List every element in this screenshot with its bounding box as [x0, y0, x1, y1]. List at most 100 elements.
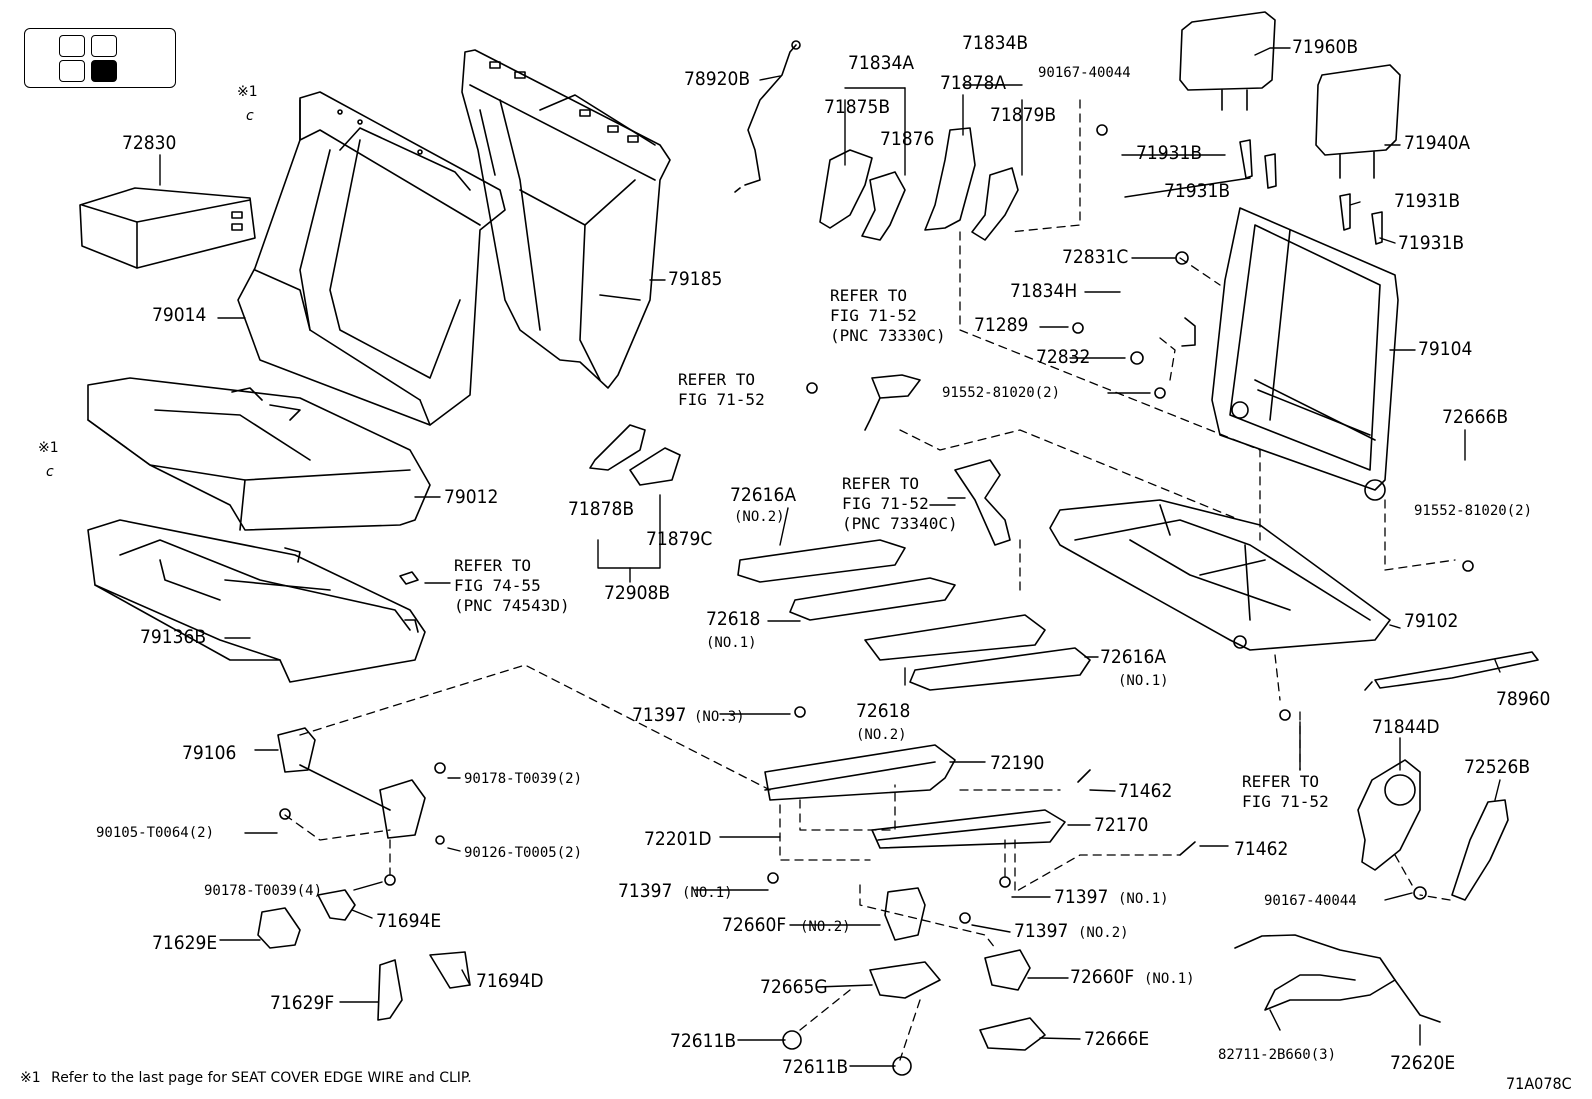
label-71397-no1-right-qualifier: (NO.1)	[1118, 891, 1169, 907]
label-72665G: 72665G	[760, 976, 828, 998]
seat-position-legend	[24, 28, 176, 88]
label-72616A-no2: 72616A	[730, 484, 797, 506]
footnote-mark: ※1	[20, 1070, 41, 1086]
label-71931B-3: 71931B	[1394, 190, 1461, 212]
label-72618-no1-qualifier: (NO.1)	[706, 635, 757, 651]
label-79185: 79185	[668, 268, 723, 290]
footnote: ※1 Refer to the last page for SEAT COVER…	[20, 1070, 472, 1086]
label-71931B-4: 71931B	[1398, 232, 1465, 254]
label-71462-lower: 71462	[1234, 838, 1289, 860]
label-90167-40044-upper: 90167-40044	[1038, 65, 1131, 81]
reference-fig-71-52-lower: REFER TO FIG 71-52	[1242, 772, 1329, 811]
label-71940A: 71940A	[1404, 132, 1471, 154]
label-71931B-2: 71931B	[1164, 180, 1231, 202]
small-covers	[257, 889, 471, 1021]
label-72616A-no1-qualifier: (NO.1)	[1118, 673, 1169, 689]
seat-belt-buckle-lower	[954, 459, 1011, 546]
label-71694D: 71694D	[476, 970, 544, 992]
tag-part	[399, 571, 419, 585]
seat-back-79014	[237, 91, 506, 426]
label-71879C: 71879C	[646, 528, 713, 550]
seat-cell-rear-left-lower	[59, 60, 85, 82]
footnote-text: Refer to the last page for SEAT COVER ED…	[51, 1070, 472, 1086]
seatback-frame-79104	[1181, 207, 1399, 501]
label-72611B-1: 72611B	[670, 1030, 737, 1052]
label-78960: 78960	[1496, 688, 1551, 710]
reference-fig-71-52-belt-lower: REFER TO FIG 71-52 (PNC 73340C)	[842, 474, 958, 533]
label-79104: 79104	[1418, 338, 1473, 360]
label-79136B: 79136B	[140, 626, 207, 648]
label-71397-no2-qualifier: (NO.2)	[1078, 925, 1129, 941]
label-72526B: 72526B	[1464, 756, 1531, 778]
seat-cushion-79012	[87, 377, 431, 531]
label-72170: 72170	[1094, 814, 1149, 836]
label-72190: 72190	[990, 752, 1045, 774]
brackets-71878B-71879C	[589, 424, 681, 486]
knob-72526B	[1451, 799, 1509, 901]
label-72660F-no1-qualifier: (NO.1)	[1144, 971, 1195, 987]
label-72660F-no1: 72660F	[1070, 966, 1135, 988]
seat-cell-rear-right-upper	[91, 35, 117, 57]
fasteners	[279, 124, 1474, 924]
label-71844D: 71844D	[1372, 716, 1440, 738]
label-78920B: 78920B	[684, 68, 751, 90]
label-72666B: 72666B	[1442, 406, 1509, 428]
shields-72616A-72618	[737, 539, 1091, 691]
label-90105-T0064: 90105-T0064(2)	[96, 825, 215, 841]
label-79012: 79012	[444, 486, 499, 508]
label-71694E: 71694E	[376, 910, 442, 932]
label-72660F-no2: 72660F	[722, 914, 787, 936]
label-72618-no1: 72618	[706, 608, 761, 630]
side-cover-71844D	[1357, 759, 1421, 871]
label-82711-2B660: 82711-2B660(3)	[1218, 1047, 1337, 1063]
headrest-guides-71931B	[1239, 139, 1383, 245]
seat-rails-72190-72170	[764, 744, 1066, 849]
reference-fig-74-55: REFER TO FIG 74-55 (PNC 74543D)	[454, 556, 570, 615]
edge-wire-mark-2: ※1	[38, 440, 59, 456]
locks-72660F	[884, 887, 1031, 991]
label-71878A: 71878A	[940, 72, 1007, 94]
label-91552-81020-lower: 91552-81020(2)	[1414, 503, 1533, 519]
strap-78960	[1364, 651, 1539, 691]
label-72201D: 72201D	[644, 828, 712, 850]
label-71931B-1: 71931B	[1136, 142, 1203, 164]
label-72611B-2: 72611B	[782, 1056, 849, 1078]
reference-fig-71-52-belt-upper: REFER TO FIG 71-52 (PNC 73330C)	[830, 286, 946, 345]
label-71397-no1-left-qualifier: (NO.1)	[682, 885, 733, 901]
hinge-covers-71875B-71876	[819, 127, 1019, 241]
label-71834A: 71834A	[848, 52, 915, 74]
recliner-adjuster-79106	[277, 727, 426, 839]
label-71834H: 71834H	[1010, 280, 1078, 302]
headrest-71940A	[1315, 64, 1401, 179]
label-71876: 71876	[880, 128, 935, 150]
seat-back-cover-79185	[461, 49, 671, 389]
label-71834B: 71834B	[962, 32, 1029, 54]
label-90167-40044-lower: 90167-40044	[1264, 893, 1357, 909]
reference-fig-71-52-bolt: REFER TO FIG 71-52	[678, 370, 765, 409]
label-90126-T0005: 90126-T0005(2)	[464, 845, 583, 861]
label-71629F: 71629F	[270, 992, 335, 1014]
label-72908B: 72908B	[604, 582, 671, 604]
armrest-box-72830	[79, 187, 256, 269]
label-71397-no2: 71397	[1014, 920, 1069, 942]
label-90178-T0039-4: 90178-T0039(4)	[204, 883, 323, 899]
dashed-guides	[284, 99, 1456, 1061]
label-71462-upper: 71462	[1118, 780, 1173, 802]
label-72618-no2-qualifier: (NO.2)	[856, 727, 907, 743]
label-79014: 79014	[152, 304, 207, 326]
clip-symbol-2: c	[46, 464, 54, 480]
label-71878B: 71878B	[568, 498, 635, 520]
label-71397-no3: 71397	[632, 704, 687, 726]
seat-cushion-cover-79136B	[87, 519, 426, 683]
label-71879B: 71879B	[990, 104, 1057, 126]
label-72618-no2: 72618	[856, 700, 911, 722]
label-72616A-no1: 72616A	[1100, 646, 1167, 668]
covers-72665G-72666E	[869, 961, 1046, 1051]
edge-wire-mark-1: ※1	[237, 84, 258, 100]
label-71397-no1-left: 71397	[618, 880, 673, 902]
label-72666E: 72666E	[1084, 1028, 1150, 1050]
label-90178-T0039-2: 90178-T0039(2)	[464, 771, 583, 787]
leader-lines	[159, 47, 1501, 1067]
seat-frame-79102	[1049, 499, 1391, 651]
